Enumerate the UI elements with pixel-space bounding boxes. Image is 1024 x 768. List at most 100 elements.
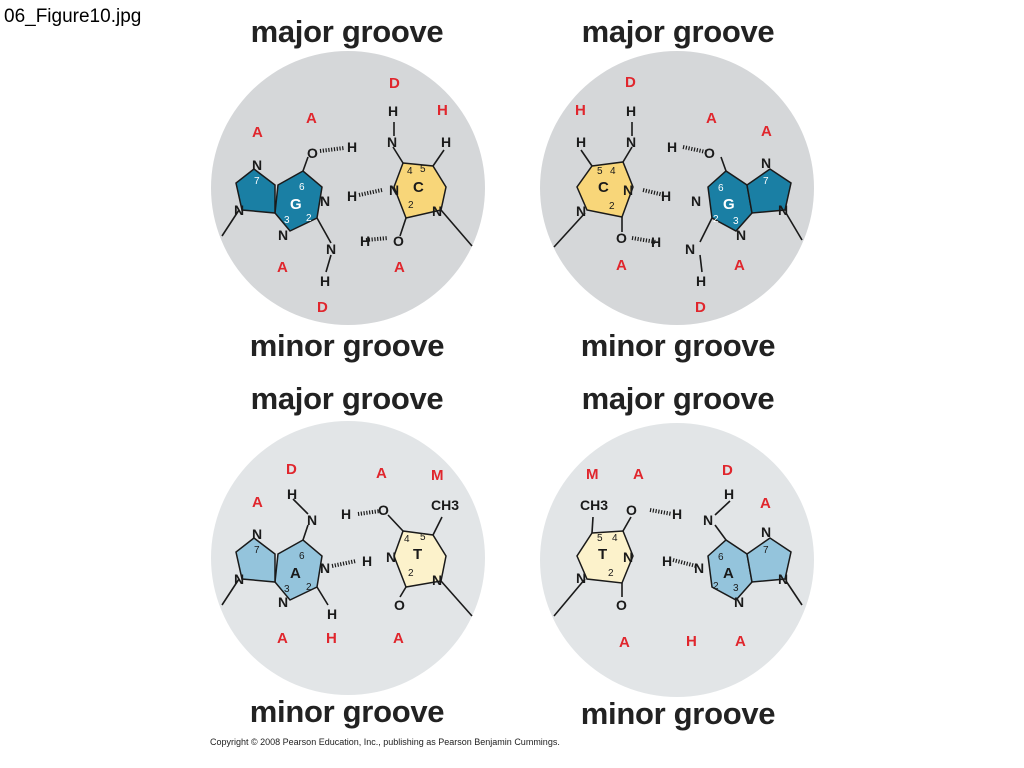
ring-number: 3 [733,583,739,594]
atom-label: N [320,560,330,576]
atom-label: H [362,553,372,569]
groove-mark: D [286,461,297,478]
groove-mark: A [633,466,644,483]
ring-number: 7 [254,176,260,187]
groove-mark: A [376,465,387,482]
ta-base-pair-diagram: CH3 O H N H N N H N N N O N 5 4 2 6 7 2 … [540,423,814,697]
atom-label: N [778,571,788,587]
atom-label: O [616,230,627,246]
atom-label: N [252,157,262,173]
groove-mark: D [722,462,733,479]
atom-label: N [320,193,330,209]
atom-label: N [691,193,701,209]
atom-label: N [576,203,586,219]
atom-label: O [307,145,318,161]
atom-label: O [626,502,637,518]
atom-label: H [696,273,706,289]
base-letter-thymine: T [598,546,607,563]
atom-label: N [626,134,636,150]
atom-label: N [623,182,633,198]
major-groove-label: major groove [581,14,775,49]
minor-groove-label: minor groove [580,328,776,363]
base-letter-thymine: T [413,546,422,563]
guanine-five-ring [746,168,792,214]
ring-number: 2 [306,582,312,593]
groove-mark: A [277,259,288,276]
atom-label: N [623,549,633,565]
ring-number: 4 [612,533,618,544]
groove-mark: A [706,110,717,127]
ring-number: 2 [713,581,719,592]
groove-mark: A [394,259,405,276]
atom-label: N [386,549,396,565]
atom-label: H [320,273,330,289]
ring-number: 3 [284,584,290,595]
atom-label: H [341,506,351,522]
ring-number: 7 [254,545,260,556]
atom-label: N [778,202,788,218]
atom-label: O [394,597,405,613]
atom-label: N [761,155,771,171]
atom-label: N [576,570,586,586]
groove-circle [211,51,485,325]
ring-number: 5 [420,532,426,543]
ring-number: 2 [408,568,414,579]
ring-number: 5 [597,166,603,177]
atom-label: O [378,502,389,518]
minor-groove-label: minor groove [249,694,445,729]
atom-label: H [724,486,734,502]
atom-label: H [651,234,661,250]
atom-label: N [252,526,262,542]
ring-number: 5 [597,533,603,544]
base-letter-guanine: G [290,196,302,213]
copyright-notice: Copyright © 2008 Pearson Education, Inc.… [210,737,560,747]
atom-label: N [278,594,288,610]
ring-number: 2 [713,214,719,225]
minor-groove-label: minor groove [249,328,445,363]
minor-groove-label: minor groove [580,696,776,731]
file-name-label: 06_Figure10.jpg [4,6,142,27]
ring-number: 4 [610,166,616,177]
atom-label: H [388,103,398,119]
atom-label: H [672,506,682,522]
atom-label: H [441,134,451,150]
base-letter-guanine: G [723,196,735,213]
ring-number: 7 [763,176,769,187]
atom-label: H [667,139,677,155]
groove-mark: H [575,102,586,119]
atom-label: H [327,606,337,622]
atom-label: N [234,202,244,218]
atom-label: N [307,512,317,528]
groove-mark: D [317,299,328,316]
atom-label: N [694,560,704,576]
groove-mark: H [686,633,697,650]
atom-label: H [347,139,357,155]
atom-label: N [234,571,244,587]
atom-label: N [734,594,744,610]
adenine-five-ring [235,537,276,583]
atom-label: CH3 [580,497,608,513]
atom-label: O [393,233,404,249]
groove-mark: D [625,74,636,91]
gc-base-pair-diagram: N N N N O H N H H N H N O H N H 7 6 3 2 … [211,51,485,325]
groove-mark: H [437,102,448,119]
atom-label: H [661,188,671,204]
groove-mark: A [760,495,771,512]
major-groove-label: major groove [581,381,775,416]
atom-label: H [347,188,357,204]
atom-label: CH3 [431,497,459,513]
ring-number: 6 [299,182,305,193]
ring-number: 3 [733,216,739,227]
groove-mark: A [277,630,288,647]
base-letter-adenine: A [290,565,301,582]
groove-mark: A [761,123,772,140]
base-letter-cytosine: C [598,179,609,196]
atom-label: N [761,524,771,540]
groove-circle [540,51,814,325]
atom-label: N [432,572,442,588]
groove-mark: D [389,75,400,92]
atom-label: H [360,233,370,249]
groove-mark: A [252,494,263,511]
atom-label: O [704,145,715,161]
atom-label: N [703,512,713,528]
